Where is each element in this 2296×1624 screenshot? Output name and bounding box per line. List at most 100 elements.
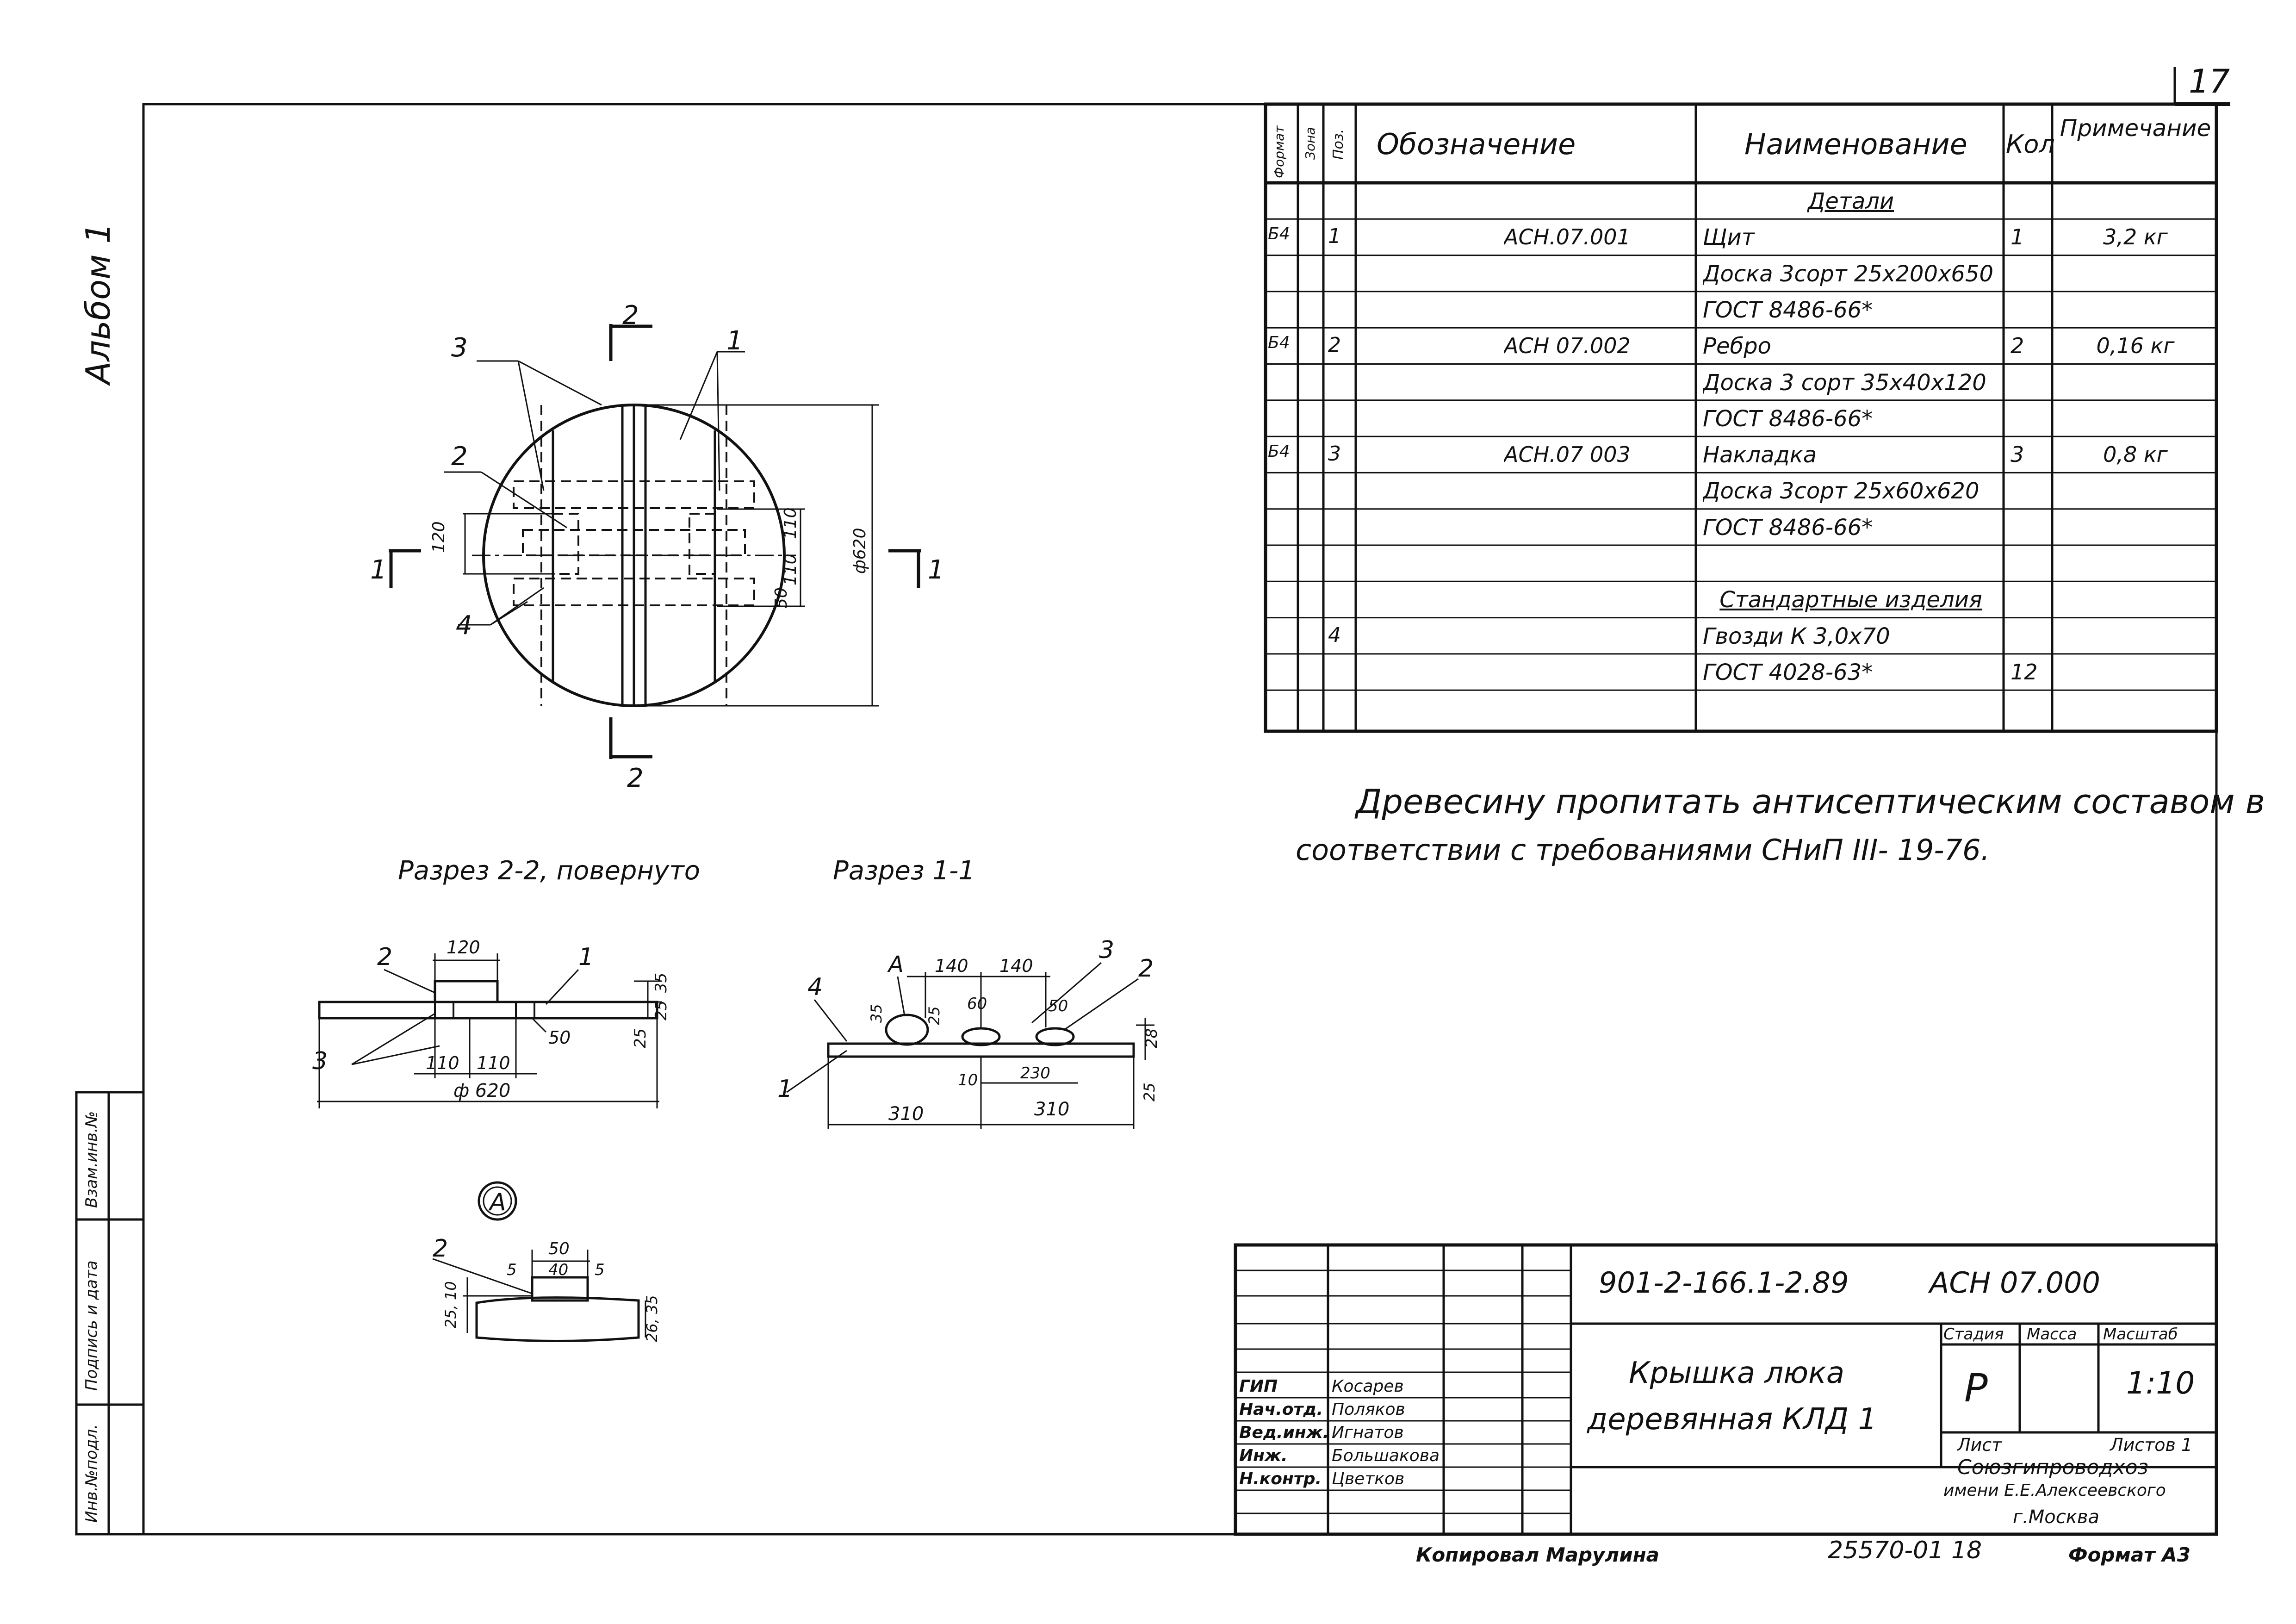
spec-header-zone: Зона [1303,127,1318,160]
title-sheet-label: Лист [1957,1435,2002,1455]
s22-dim-diam: ф 620 [453,1080,510,1101]
note-line-2: соответствии с требованиями СНиП III- 19… [1296,833,1990,867]
title-name-line-1: Крышка люка [1629,1356,1845,1390]
section-1-1-drawing [786,962,1154,1129]
spec-cell-name: Стандартные изделия [1719,587,1982,613]
s11-dim-140b: 140 [999,956,1033,976]
detail-a-dim-26-35: 26, 35 [643,1295,661,1342]
spec-cell-name: Накладка [1703,442,1817,468]
s11-dim-310a: 310 [888,1103,924,1125]
spec-cell-name: Доска 3 сорт 35х40х120 [1703,369,1986,396]
spec-cell-name: ГОСТ 8486-66* [1703,514,1873,541]
spec-cell-name: Щит [1703,224,1755,251]
note-line-1: Древесину пропитать антисептическим сост… [1356,782,2265,821]
plan-cut-1-left: 1 [370,555,387,585]
plan-dim-120: 120 [429,521,448,553]
title-mass-header: Масса [2027,1325,2077,1344]
spec-cell-pos: 1 [1328,224,1341,249]
s11-dim-25: 25 [925,1006,943,1025]
s11-dim-35: 35 [868,1004,885,1023]
title-doc-designation: АСН 07.000 [1930,1266,2100,1300]
plan-pos-1: 1 [726,326,743,356]
spec-cell-note: 3,2 кг [2103,224,2168,250]
s22-dim-50: 50 [548,1027,571,1048]
spec-cell-name: Доска 3сорт 25х60х620 [1703,478,1980,504]
plan-dim-diam: ф620 [850,528,869,574]
signature-name: Цветков [1332,1469,1405,1488]
spec-header-note: Примечание [2060,115,2211,142]
s11-dim-230: 230 [1020,1064,1050,1083]
plan-view-dims: 120 110 110 50 ф620 [429,507,869,609]
margin-label-inv-podl: Инв.№подл. [82,1424,101,1523]
title-stage-header: Стадия [1943,1325,2004,1344]
spec-cell-name: ГОСТ 4028-63* [1703,659,1873,685]
s11-pos-3: 3 [1099,936,1114,964]
title-stage-value: Р [1964,1365,1988,1411]
title-scale-value: 1:10 [2126,1365,2195,1401]
plan-cut-1-right: 1 [928,555,944,585]
s22-pos-1: 1 [578,943,594,971]
s22-dim-120: 120 [447,937,480,958]
signature-role: Вед.инж. [1239,1423,1327,1442]
spec-header-pos: Поз. [1330,129,1347,160]
detail-a-dim-25-10: 25, 10 [442,1281,459,1328]
s11-pos-2: 2 [1138,955,1154,983]
s11-dim-50: 50 [1048,997,1068,1015]
detail-a-dim-40: 40 [548,1261,568,1279]
signature-name: Поляков [1332,1400,1405,1419]
title-org-line-2: имени Е.Е.Алексеевского [1943,1481,2166,1500]
title-block-grid [1234,1243,2218,1536]
plan-dim-110b: 110 [781,554,800,585]
title-doc-code: 901-2-166.1-2.89 [1599,1266,1849,1300]
s11-pos-1: 1 [777,1075,793,1103]
section-2-2-title: Разрез 2-2, повернуто [398,856,700,886]
spec-cell-pos: 2 [1328,333,1341,357]
spec-cell-format: Б4 [1268,442,1290,461]
s11-dim-25b: 25 [1141,1083,1158,1101]
detail-a-dim-5a: 5 [507,1261,517,1279]
footer-format: Формат А3 [2068,1543,2191,1566]
signature-role: Н.контр. [1239,1469,1322,1488]
title-org-line-3: г.Москва [2013,1506,2099,1528]
spec-cell-name: Гвозди К 3,0х70 [1703,623,1890,649]
s11-dim-28: 28 [1142,1028,1161,1048]
album-label: Альбом 1 [79,222,118,384]
plan-cut-2-top: 2 [622,300,639,330]
spec-cell-qty: 12 [2011,659,2038,684]
spec-cell-pos: 3 [1328,442,1341,466]
footer-copied-by: Копировал Марулина [1416,1543,1659,1566]
spec-cell-name: ГОСТ 8486-66* [1703,297,1873,323]
spec-cell-designation: АСН.07.001 [1504,224,1631,250]
spec-cell-qty: 3 [2011,442,2024,467]
spec-cell-qty: 1 [2011,224,2024,250]
signature-name: Большакова [1332,1446,1440,1465]
signature-role: Инж. [1239,1446,1288,1465]
spec-header-name: Наименование [1744,127,1967,161]
plan-pos-3: 3 [451,333,468,363]
spec-cell-format: Б4 [1268,224,1290,244]
s22-dim-35: 35 [652,973,670,993]
title-org-line-1: Союзгипроводхоз [1957,1456,2149,1479]
spec-table-grid [1264,102,2218,733]
sheet-number: 17 [2189,62,2230,100]
detail-a-drawing [432,1181,646,1342]
spec-cell-name: Доска 3сорт 25х200х650 [1703,261,1994,287]
detail-a-callout: А [488,1188,506,1216]
spec-cell-name: Детали [1807,188,1894,214]
spec-cell-qty: 2 [2011,333,2024,359]
s22-pos-3: 3 [312,1047,328,1075]
spec-cell-format: Б4 [1268,333,1290,353]
spec-cell-name: Ребро [1703,333,1771,360]
detail-a-pos-2: 2 [433,1235,448,1263]
title-scale-header: Масштаб [2103,1325,2178,1344]
s11-dim-10: 10 [958,1071,978,1089]
margin-label-vzam-inv: Взам.инв.№ [82,1111,101,1208]
section-2-2-drawing [317,953,662,1108]
s22-dim-25a: 25 [652,1001,670,1020]
section-2-2-labels: Разрез 2-2, повернуто 2 1 3 120 35 25 25… [312,856,700,1101]
signature-name: Игнатов [1332,1423,1404,1442]
spec-header-format: Формат [1272,125,1287,178]
spec-header-qty: Кол [2006,130,2055,159]
s22-dim-25b: 25 [631,1028,650,1048]
